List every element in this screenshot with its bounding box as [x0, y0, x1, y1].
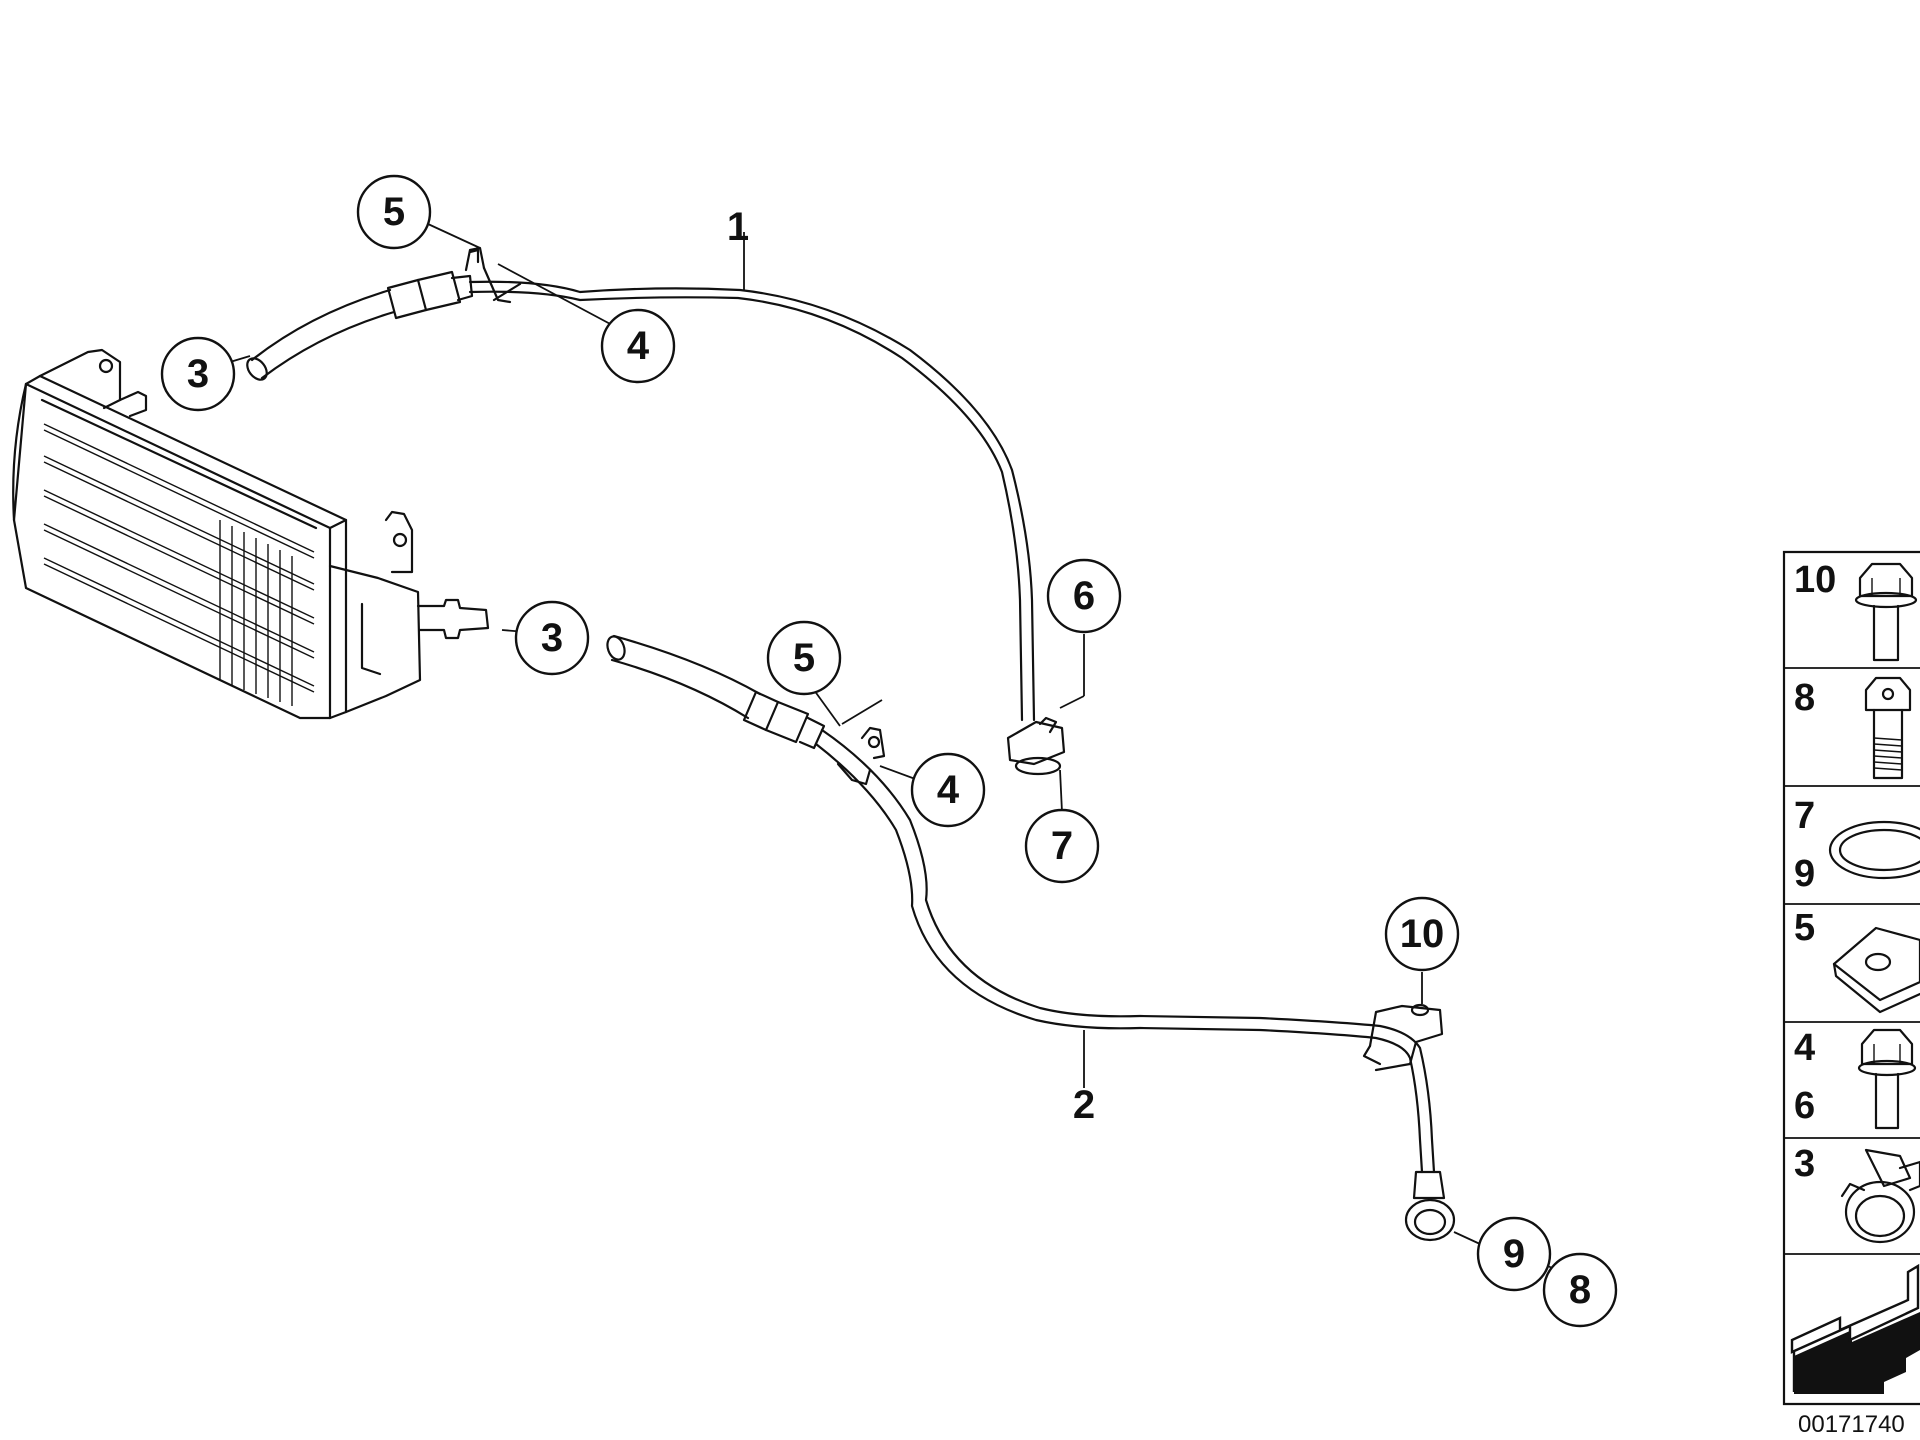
svg-text:3: 3	[187, 352, 209, 396]
svg-text:3: 3	[541, 616, 563, 660]
leader-lines	[229, 223, 1557, 1271]
callout-gasket-end: 7	[1024, 808, 1100, 884]
legend-row-arrow	[1790, 1263, 1920, 1394]
label-hose-2: 2	[1073, 1083, 1095, 1127]
callout-bolt-bracket: 10	[1384, 896, 1460, 972]
svg-text:9: 9	[1794, 853, 1815, 895]
svg-text:8: 8	[1569, 1268, 1591, 1312]
svg-text:10: 10	[1400, 912, 1445, 956]
oil-cooler-illustration	[12, 348, 490, 720]
svg-text:5: 5	[793, 636, 815, 680]
callout-screw-upper: 4	[600, 308, 676, 384]
svg-text:8: 8	[1794, 677, 1815, 719]
svg-text:4: 4	[1794, 1027, 1815, 1069]
legend-row-3: 3	[1794, 1143, 1920, 1244]
hose-clamp-icon	[1840, 1148, 1920, 1244]
svg-text:4: 4	[937, 768, 960, 812]
legend-row-7-9: 7 9	[1794, 795, 1920, 895]
direction-arrow-icon	[1790, 1263, 1920, 1394]
svg-text:6: 6	[1794, 1085, 1815, 1127]
legend-row-8: 8	[1794, 676, 1912, 780]
svg-text:10: 10	[1794, 559, 1836, 601]
legend-row-10: 10	[1794, 559, 1918, 662]
callout-clamp-upper: 5	[356, 174, 432, 250]
banjo-bolt-icon	[1864, 676, 1912, 780]
clip-nut-icon	[1832, 926, 1920, 1014]
parts-legend: 10 8 7 9	[1782, 550, 1920, 1406]
svg-text:7: 7	[1051, 824, 1073, 868]
svg-text:5: 5	[1794, 907, 1815, 949]
svg-text:7: 7	[1794, 795, 1815, 837]
flange-bolt-icon	[1854, 562, 1918, 662]
callout-screw-end: 6	[1046, 558, 1122, 634]
callout-seal-ring: 9	[1476, 1216, 1552, 1292]
oil-line-upper	[246, 246, 1066, 776]
svg-text:5: 5	[383, 190, 405, 234]
oil-line-lower	[606, 634, 1456, 1242]
callout-banjo-bolt: 8	[1542, 1252, 1618, 1328]
callout-screw-lower: 4	[910, 752, 986, 828]
callout-clamp-lower: 5	[766, 620, 842, 696]
seal-ring-icon	[1828, 820, 1920, 880]
callout-hose-clip-lower: 3	[514, 600, 590, 676]
svg-text:9: 9	[1503, 1232, 1525, 1276]
svg-text:6: 6	[1073, 574, 1095, 618]
label-hose-1: 1	[727, 205, 749, 249]
hex-bolt-icon	[1857, 1028, 1917, 1130]
callout-hose-clip-upper: 3	[160, 336, 236, 412]
legend-row-4-6: 4 6	[1794, 1027, 1917, 1130]
legend-row-5: 5	[1794, 907, 1920, 1014]
svg-text:3: 3	[1794, 1143, 1815, 1185]
svg-text:4: 4	[627, 324, 650, 368]
diagram-id: 00171740	[1798, 1411, 1905, 1438]
